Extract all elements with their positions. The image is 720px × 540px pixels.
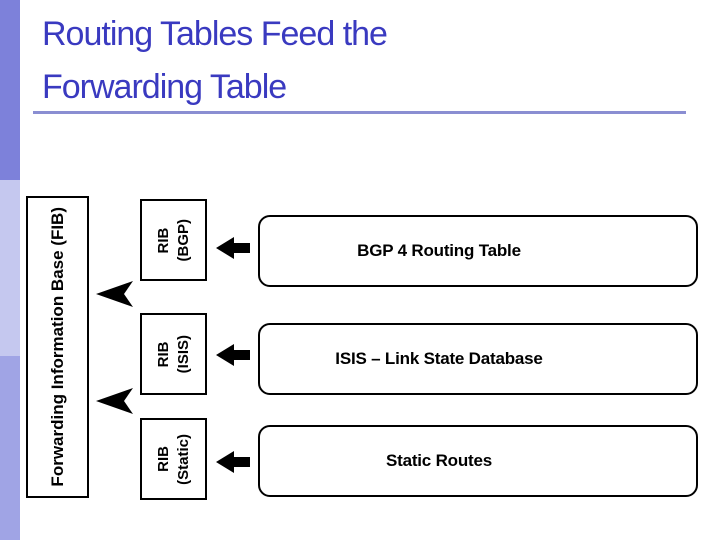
rib-isis-label-line1: RIB (154, 341, 172, 367)
strip-segment-top (0, 0, 20, 180)
rib-bgp-label: RIB (BGP) (154, 219, 194, 262)
slide-title-line1: Routing Tables Feed the (42, 15, 388, 53)
static-routes-box: Static Routes (258, 425, 698, 497)
slide-title: Routing Tables Feed the Forwarding Table (42, 8, 388, 114)
rib-static-box: RIB (Static) (140, 418, 207, 500)
arrow-left-rib-to-fib-upper-icon (96, 281, 133, 307)
slide-title-line2: Forwarding Table (42, 68, 287, 106)
rib-bgp-label-line2: (BGP) (174, 218, 192, 262)
bgp-routing-table-label: BGP 4 Routing Table (357, 241, 521, 260)
rib-bgp-label-line1: RIB (154, 227, 172, 253)
arrow-left-isis-to-rib-icon (216, 344, 250, 366)
strip-segment-bottom (0, 356, 20, 540)
isis-link-state-database-label: ISIS – Link State Database (335, 349, 543, 368)
rib-static-label-line2: (Static) (174, 433, 192, 485)
arrow-left-rib-to-fib-lower-icon (96, 388, 133, 414)
static-routes-label: Static Routes (385, 451, 493, 470)
rib-bgp-box: RIB (BGP) (140, 199, 207, 281)
rib-isis-label: RIB (ISIS) (154, 335, 194, 373)
fib-box-label: Forwarding Information Base (FIB) (47, 207, 67, 487)
arrow-left-bgp-to-rib-icon (216, 237, 250, 259)
isis-link-state-database-box: ISIS – Link State Database (258, 323, 698, 395)
title-underline (33, 111, 686, 114)
template-strip (0, 0, 20, 540)
rib-isis-box: RIB (ISIS) (140, 313, 207, 395)
rib-static-label: RIB (Static) (154, 434, 194, 485)
rib-static-label-line1: RIB (154, 446, 172, 472)
bgp-routing-table-box: BGP 4 Routing Table (258, 215, 698, 287)
arrow-left-static-to-rib-icon (216, 451, 250, 473)
fib-box: Forwarding Information Base (FIB) (26, 196, 89, 498)
rib-isis-label-line2: (ISIS) (174, 334, 192, 374)
strip-segment-middle (0, 180, 20, 356)
